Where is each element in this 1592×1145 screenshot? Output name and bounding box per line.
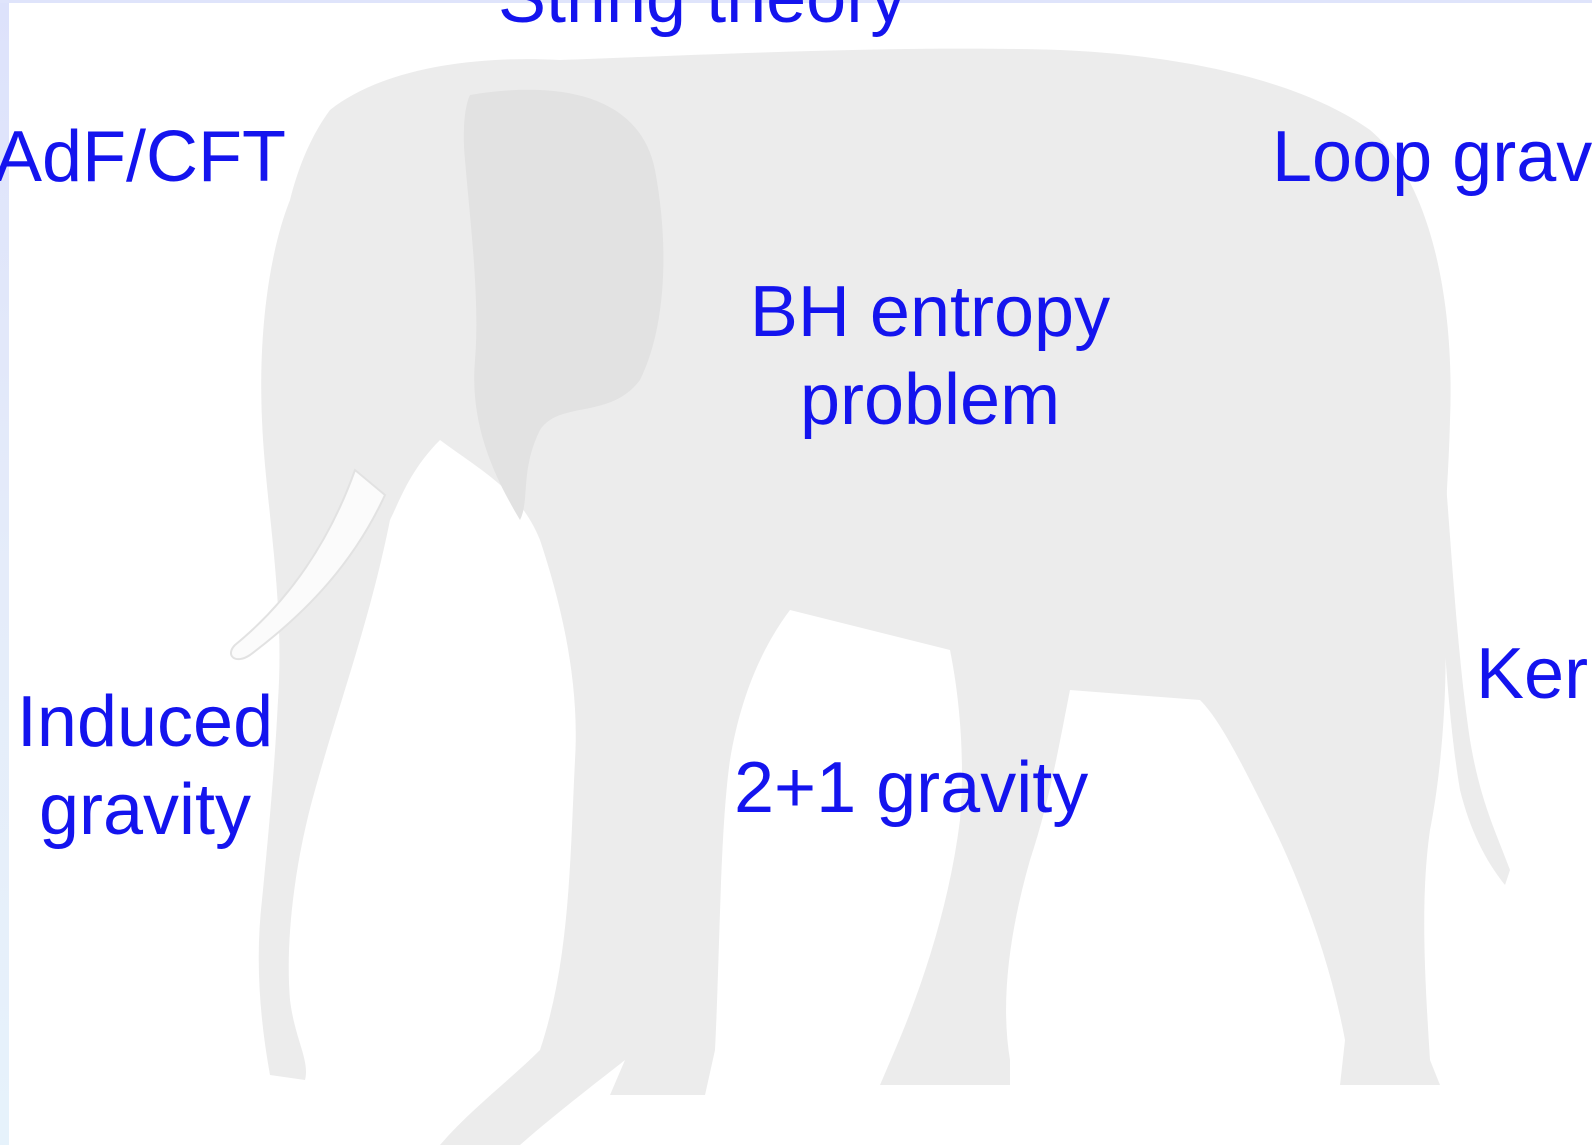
label-string-theory: String theory [498, 0, 906, 42]
label-bh-entropy-line1: BH entropy [690, 268, 1170, 356]
label-kerr: Kerr [1476, 630, 1592, 718]
label-bh-entropy: BH entropy problem [690, 268, 1170, 444]
label-induced-line1: Induced [0, 678, 310, 766]
label-induced-gravity: Induced gravity [0, 678, 310, 854]
label-loop-gravity: Loop gravity [1272, 113, 1592, 201]
label-induced-line2: gravity [0, 766, 310, 854]
label-bh-entropy-line2: problem [690, 356, 1170, 444]
label-2-plus-1-gravity: 2+1 gravity [734, 744, 1088, 832]
elephant-body [259, 49, 1451, 1145]
label-ads-cft: AdF/CFT [0, 113, 286, 201]
